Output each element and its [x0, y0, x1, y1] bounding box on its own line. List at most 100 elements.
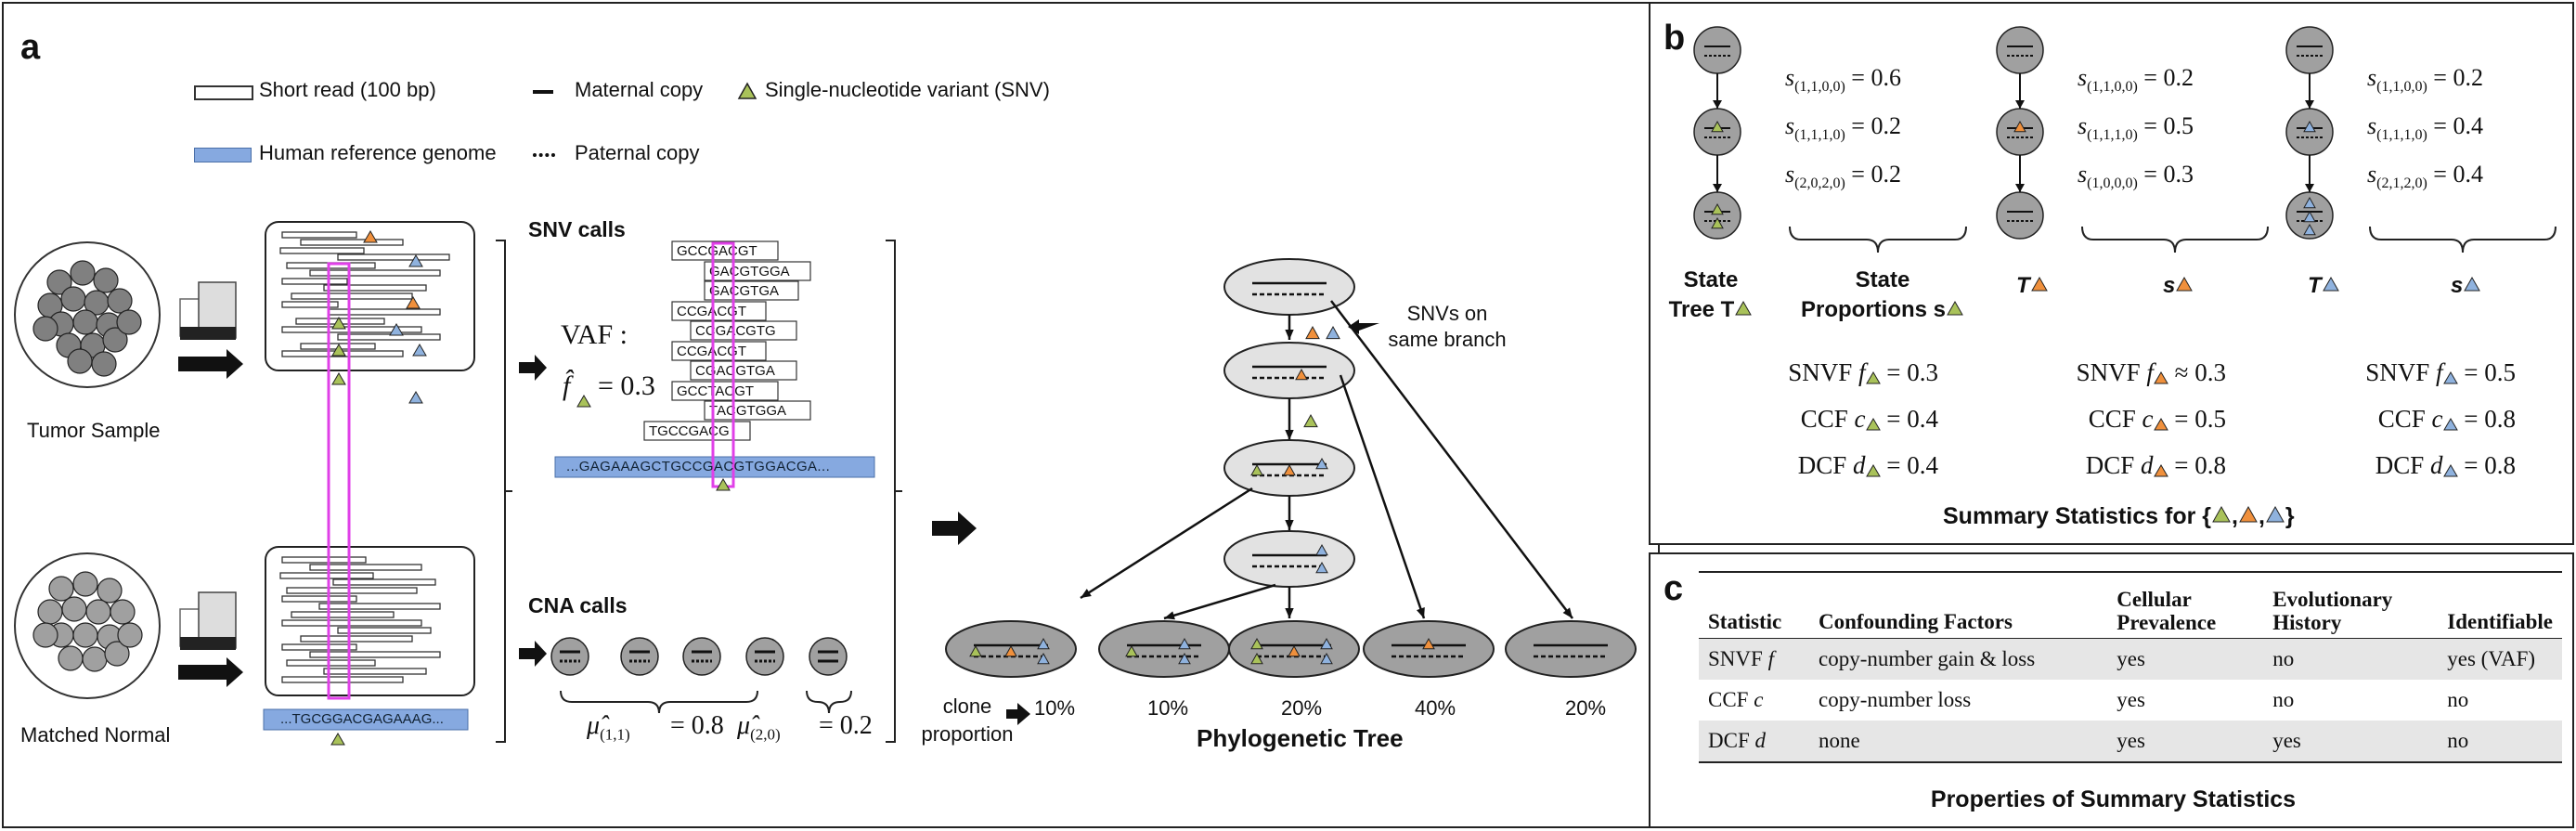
- cell-confounding: none: [1809, 721, 2108, 761]
- vaf-label: VAF :: [561, 319, 628, 350]
- cell-stat-symbol: c: [1754, 688, 1764, 711]
- table-row: SNVF f copy-number gain & loss yes no ye…: [1699, 638, 2562, 680]
- s-blue-text: s: [2451, 273, 2464, 298]
- snv-marker: [1178, 637, 1191, 650]
- snv-marker: [1250, 637, 1263, 650]
- snv-marker: [1303, 413, 1318, 428]
- cell-evolutionary: yes: [2263, 721, 2439, 761]
- t-orange-text: T: [2016, 273, 2030, 298]
- clone-percent-5: 20%: [1565, 696, 1607, 720]
- cna-cell: [620, 637, 659, 676]
- snv-marker: [2013, 120, 2026, 133]
- aligned-read: [671, 341, 767, 361]
- legend-short-read: Short read (100 bp): [259, 78, 436, 101]
- snv-marker: [1305, 325, 1320, 340]
- short-read: [291, 292, 413, 300]
- reference-sequence: ...GAGAAAGCTGCCGACGTGGACGA...: [566, 459, 831, 474]
- cna-cell: [809, 637, 848, 676]
- read-sequence: CGACGTGA: [695, 363, 775, 379]
- normal-cell: [58, 645, 84, 671]
- state-proportion-orange-2: s(1,0,0,0) = 0.3: [2078, 161, 2194, 192]
- cell-stat: SNVF f: [1699, 638, 1809, 680]
- tumor-cell: [116, 309, 142, 335]
- t-orange-label: T: [2016, 273, 2049, 299]
- state-node: [1693, 191, 1741, 240]
- tumor-cell: [32, 316, 58, 342]
- state-proportion-blue-0: s(1,1,0,0) = 0.2: [2367, 64, 2483, 96]
- read-sequence: CCGACGTG: [695, 323, 776, 339]
- cell-confounding: copy-number loss: [1819, 688, 1972, 711]
- snv-marker: [1422, 637, 1435, 650]
- normal-cell: [48, 576, 74, 602]
- state-proportions-line1: State: [1855, 267, 1910, 292]
- snv-marker: [2303, 210, 2316, 223]
- short-read: [300, 239, 404, 246]
- short-read: [337, 253, 450, 261]
- snv-marker: [1250, 463, 1263, 476]
- snvs-same-branch-line1: SNVs on: [1406, 302, 1488, 325]
- clone-proportion-label: clone proportion: [912, 693, 1023, 748]
- cell-stat-symbol: d: [1754, 729, 1767, 752]
- header-cellular: Cellular Prevalence: [2116, 588, 2217, 634]
- snv-marker: [1037, 652, 1050, 665]
- snv-marker: [1004, 644, 1017, 657]
- snv-marker: [1125, 644, 1138, 657]
- short-read: [309, 651, 441, 658]
- stats-table: Statistic Confounding Factors Cellular P…: [1699, 573, 2562, 761]
- short-read: [328, 308, 441, 316]
- summary-stat-orange-2: DCF d = 0.8: [2085, 451, 2226, 479]
- short-read: [281, 643, 357, 651]
- snv-marker: [1250, 652, 1263, 665]
- summary-stat-green-2: DCF d = 0.4: [1797, 451, 1938, 479]
- clone-proportion-line2: proportion: [921, 722, 1014, 746]
- matched-normal-label: Matched Normal: [20, 723, 171, 747]
- panel-c: c Statistic Confounding Factors Cellular…: [1649, 552, 2574, 828]
- tumor-cell: [60, 286, 86, 312]
- summary-stat-green-1: CCF c = 0.4: [1800, 405, 1938, 433]
- state-tree-line2: Tree T: [1660, 295, 1762, 325]
- normal-cell: [104, 641, 130, 667]
- clone-proportion-line1: clone: [942, 695, 992, 718]
- header-statistic: Statistic: [1708, 610, 1782, 633]
- vaf-f-hat: f̂: [563, 370, 571, 401]
- cell-confounding: copy-number gain & loss: [1809, 638, 2108, 680]
- aligned-read: [671, 240, 779, 261]
- snv-marker: [1315, 457, 1328, 470]
- normal-sample-dish: [14, 552, 161, 699]
- table-row: CCF c copy-number loss yes no no: [1699, 680, 2562, 721]
- snv-calls-title: SNV calls: [528, 217, 626, 241]
- cell-cellular: yes: [2116, 688, 2145, 711]
- state-proportion-green-1: s(1,1,1,0) = 0.2: [1785, 112, 1901, 144]
- short-read: [332, 578, 436, 586]
- tumor-sample-dish: [14, 241, 161, 388]
- normal-cell: [82, 646, 108, 672]
- short-read: [323, 284, 427, 292]
- state-proportion-orange-0: s(1,1,0,0) = 0.2: [2078, 64, 2194, 96]
- legend-short-read-icon: [194, 85, 253, 100]
- cell-evolutionary: no: [2272, 688, 2295, 711]
- cell-identifiable: yes (VAF): [2438, 638, 2562, 680]
- normal-cell: [32, 622, 58, 648]
- t-blue-label: T: [2308, 273, 2340, 299]
- tree-node: [1098, 620, 1230, 678]
- sequencer-icon-top: [179, 281, 237, 340]
- s-orange-text: s: [2163, 273, 2176, 298]
- panel-label-c: c: [1663, 569, 1684, 608]
- snv-marker: [1320, 652, 1333, 665]
- snv-marker: [1178, 652, 1191, 665]
- tumor-cell: [67, 348, 93, 374]
- legend-reference-icon: [194, 148, 252, 162]
- state-tree-label: State Tree T: [1660, 266, 1762, 325]
- summary-stat-blue-1: CCF c = 0.8: [2377, 405, 2516, 433]
- tumor-cell: [93, 267, 119, 293]
- short-read: [281, 556, 367, 564]
- short-read: [279, 572, 374, 579]
- snvs-same-branch-line2: same branch: [1388, 328, 1507, 351]
- aligned-read: [704, 261, 811, 281]
- aligned-read: [704, 280, 799, 301]
- summary-stat-blue-2: DCF d = 0.8: [2375, 451, 2516, 479]
- tumor-cell: [107, 288, 133, 314]
- mu-20-symbol: μ̂(2,0): [737, 711, 781, 744]
- read-sequence: GCCGACGT: [677, 243, 757, 259]
- legend-maternal-icon: [533, 90, 553, 94]
